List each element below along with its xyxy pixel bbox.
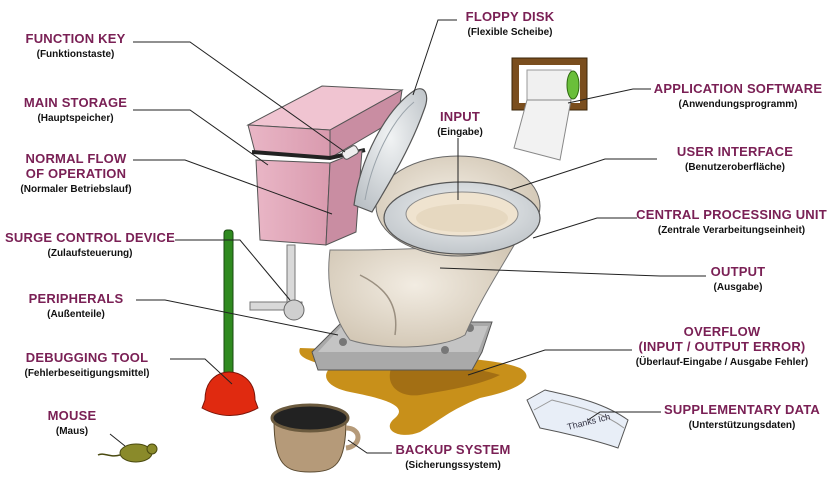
label-sub: (Sicherungssystem) <box>405 459 501 471</box>
label-debugging-tool: DEBUGGING TOOL (Fehlerbeseitigungsmittel… <box>4 350 170 379</box>
label-main: BACKUP SYSTEM <box>395 442 511 457</box>
label-cpu: CENTRAL PROCESSING UNIT (Zentrale Verarb… <box>634 207 829 236</box>
label-main-line1: NORMAL FLOW <box>25 151 127 166</box>
label-overflow: OVERFLOW (INPUT / OUTPUT ERROR) (Überlau… <box>628 324 816 368</box>
label-sub: (Eingabe) <box>437 126 483 138</box>
label-sub: (Funktionstaste) <box>36 48 115 60</box>
label-main: FLOPPY DISK <box>465 9 555 24</box>
label-application-software: APPLICATION SOFTWARE (Anwendungsprogramm… <box>648 81 828 110</box>
tank-icon <box>246 85 404 246</box>
label-sub: (Fehlerbeseitigungsmittel) <box>24 367 150 379</box>
label-output: OUTPUT (Ausgabe) <box>700 264 776 293</box>
label-main: FUNCTION KEY <box>25 31 126 46</box>
label-main-line1: OVERFLOW <box>683 324 761 339</box>
label-sub: (Normaler Betriebslauf) <box>20 183 132 195</box>
label-main: DEBUGGING TOOL <box>25 350 149 365</box>
label-mouse: MOUSE (Maus) <box>40 408 104 437</box>
label-user-interface: USER INTERFACE (Benutzeroberfläche) <box>660 144 810 173</box>
label-sub: (Zentrale Verarbeitungseinheit) <box>657 224 806 236</box>
label-main: CENTRAL PROCESSING UNIT <box>636 207 827 222</box>
label-main: PERIPHERALS <box>28 291 124 306</box>
label-main: MOUSE <box>47 408 97 423</box>
leader-lines <box>109 19 706 454</box>
label-sub: (Überlauf-Eingabe / Ausgabe Fehler) <box>635 356 809 368</box>
label-main: INPUT <box>440 109 480 124</box>
label-sub: (Zulaufsteuerung) <box>47 247 133 259</box>
chamber-pot-icon <box>270 403 361 473</box>
label-sub: (Ausgabe) <box>713 281 763 293</box>
label-input: INPUT (Eingabe) <box>425 109 495 138</box>
floppy-lid-icon <box>353 88 428 213</box>
plunger-icon <box>201 229 259 416</box>
flush-lever-icon <box>341 145 359 160</box>
label-backup-system: BACKUP SYSTEM (Sicherungssystem) <box>388 442 518 471</box>
label-main-line2: (INPUT / OUTPUT ERROR) <box>638 338 806 354</box>
label-function-key: FUNCTION KEY (Funktionstaste) <box>18 31 133 60</box>
label-main: USER INTERFACE <box>676 144 794 159</box>
paper-sheets-icon: Thanks Ich <box>526 389 629 449</box>
label-surge-control: SURGE CONTROL DEVICE (Zulaufsteuerung) <box>4 230 176 259</box>
pipe-icon <box>249 244 305 321</box>
mouse-icon <box>97 443 158 463</box>
label-main: SUPPLEMENTARY DATA <box>664 402 820 417</box>
label-sub: (Unterstützungsdaten) <box>688 419 796 431</box>
label-main-storage: MAIN STORAGE (Hauptspeicher) <box>18 95 133 124</box>
label-main: OUTPUT <box>710 264 766 279</box>
seat-icon <box>383 181 541 255</box>
label-peripherals: PERIPHERALS (Außenteile) <box>18 291 134 320</box>
label-sub: (Außenteile) <box>47 308 105 320</box>
label-floppy-disk: FLOPPY DISK (Flexible Scheibe) <box>455 9 565 38</box>
label-sub: (Flexible Scheibe) <box>467 26 553 38</box>
label-sub: (Maus) <box>55 425 89 437</box>
label-main: SURGE CONTROL DEVICE <box>5 230 175 245</box>
label-sub: (Anwendungsprogramm) <box>678 98 798 110</box>
toilet-paper-roll-icon <box>511 57 588 161</box>
label-main-line2: OF OPERATION <box>25 165 127 181</box>
label-main: MAIN STORAGE <box>23 95 128 110</box>
label-normal-flow: NORMAL FLOW OF OPERATION (Normaler Betri… <box>10 151 142 195</box>
label-main: APPLICATION SOFTWARE <box>653 81 823 96</box>
label-sub: (Hauptspeicher) <box>37 112 114 124</box>
label-supplementary-data: SUPPLEMENTARY DATA (Unterstützungsdaten) <box>658 402 826 431</box>
label-sub: (Benutzeroberfläche) <box>684 161 785 173</box>
